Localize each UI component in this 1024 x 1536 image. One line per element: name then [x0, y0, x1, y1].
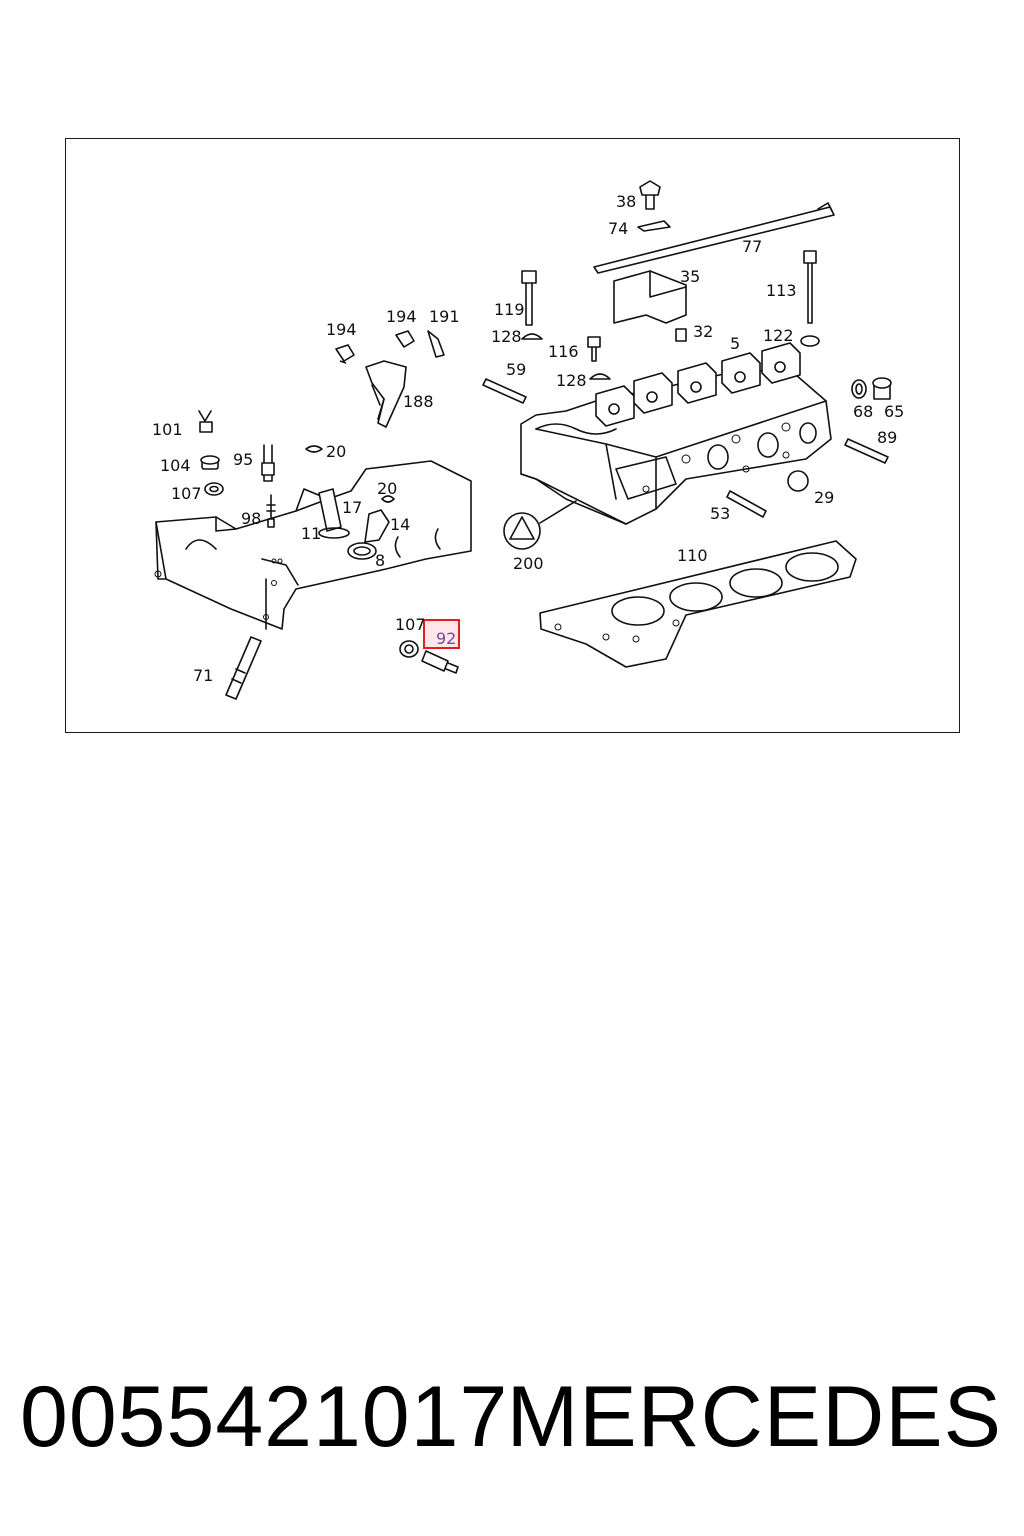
manifold-fittings: [198, 410, 395, 700]
callout-107b: 107: [395, 615, 426, 634]
callout-113: 113: [766, 281, 797, 300]
callout-8: 8: [375, 551, 385, 570]
callout-128a: 128: [491, 327, 522, 346]
callout-107a: 107: [171, 484, 202, 503]
callout-17: 17: [342, 498, 362, 517]
callout-74: 74: [608, 219, 628, 238]
injector-sensor-92: [399, 640, 459, 674]
head-gasket-110: [539, 540, 857, 668]
brand-name: MERCEDES: [506, 1369, 1002, 1465]
callout-116: 116: [548, 342, 579, 361]
footer: 0055421017 MERCEDES: [0, 1362, 1024, 1472]
callout-71: 71: [193, 666, 213, 685]
callout-14: 14: [390, 515, 410, 534]
exploded-parts-diagram: 38 74 77 35 113 119 128 32 122 194 194 1…: [152, 180, 904, 700]
callout-101: 101: [152, 420, 183, 439]
callout-128b: 128: [556, 371, 587, 390]
callout-59: 59: [506, 360, 526, 379]
bracket-assembly: [335, 330, 445, 428]
callout-95: 95: [233, 450, 253, 469]
highlight-box: [423, 619, 460, 649]
callout-38: 38: [616, 192, 636, 211]
callout-35: 35: [680, 267, 700, 286]
callout-98: 98: [241, 509, 261, 528]
top-parts: [482, 180, 892, 518]
callout-89: 89: [877, 428, 897, 447]
callout-labels: 38 74 77 35 113 119 128 32 122 194 194 1…: [152, 192, 904, 685]
callout-191: 191: [429, 307, 460, 326]
callout-104: 104: [160, 456, 191, 475]
intake-manifold-drawing: [154, 460, 472, 630]
callout-188: 188: [403, 392, 434, 411]
callout-119: 119: [494, 300, 525, 319]
callout-29: 29: [814, 488, 834, 507]
callout-20b: 20: [377, 479, 397, 498]
callout-194a: 194: [326, 320, 357, 339]
callout-53: 53: [710, 504, 730, 523]
callout-77: 77: [742, 237, 762, 256]
callout-122: 122: [763, 326, 794, 345]
callout-32: 32: [693, 322, 713, 341]
callout-68: 68: [853, 402, 873, 421]
callout-194b: 194: [386, 307, 417, 326]
cylinder-head-drawing: [520, 342, 832, 525]
callout-200: 200: [513, 554, 544, 573]
callout-5: 5: [730, 334, 740, 353]
callout-92: 92: [436, 629, 456, 648]
callout-110: 110: [677, 546, 708, 565]
part-number: 0055421017: [20, 1369, 509, 1465]
callout-65: 65: [884, 402, 904, 421]
callout-20a: 20: [326, 442, 346, 461]
triangle-cover-200: [503, 500, 577, 550]
callout-11: 11: [301, 524, 321, 543]
parts-diagram-frame: 38 74 77 35 113 119 128 32 122 194 194 1…: [65, 138, 960, 733]
